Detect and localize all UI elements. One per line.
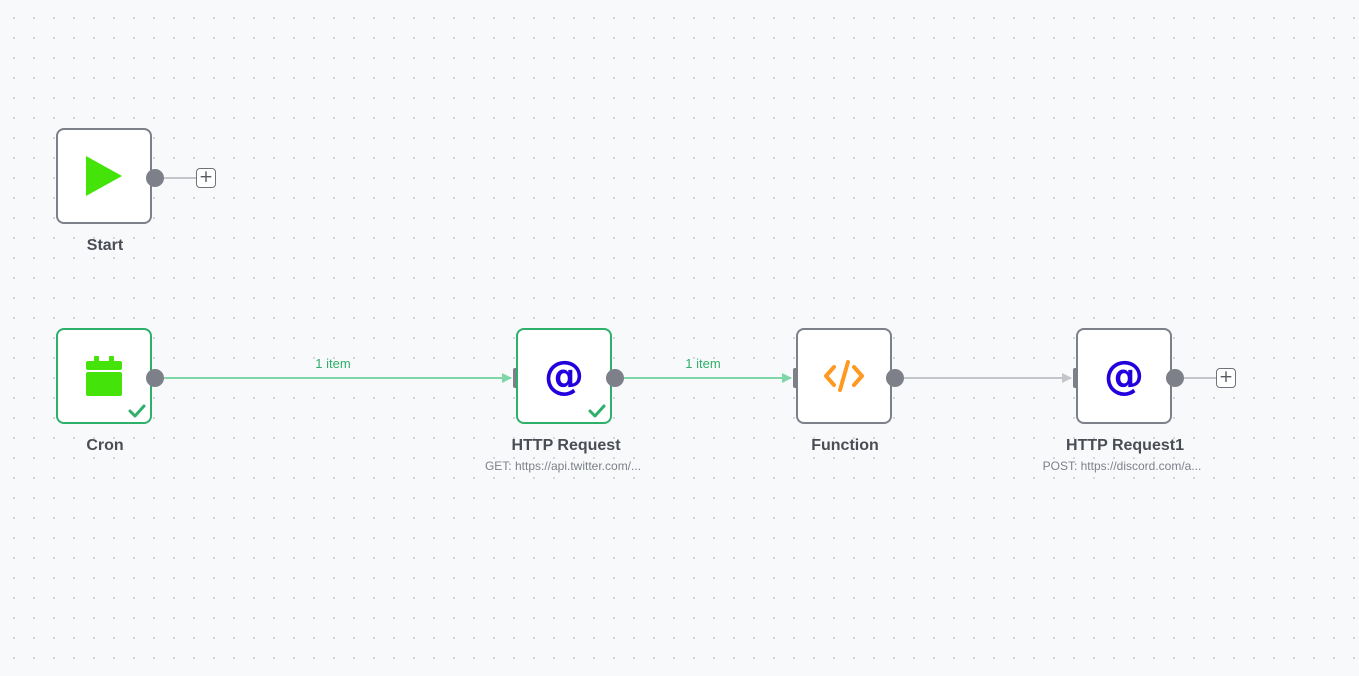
calendar-icon xyxy=(85,356,123,396)
cron-output-handle[interactable] xyxy=(146,369,164,387)
node-http-request-title: HTTP Request xyxy=(511,437,621,454)
node-function-title: Function xyxy=(811,437,879,454)
function-output-handle[interactable] xyxy=(886,369,904,387)
connection-label-http-function: 1 item xyxy=(685,356,721,371)
node-http-request[interactable]: @ xyxy=(516,328,612,424)
at-icon: @ xyxy=(1104,353,1144,399)
node-cron-title: Cron xyxy=(86,437,124,454)
code-icon xyxy=(823,359,865,393)
at-icon: @ xyxy=(544,353,584,399)
node-http-request1-subtitle: POST: https://discord.com/a... xyxy=(1042,459,1202,473)
node-start-title: Start xyxy=(86,237,124,254)
node-http-request1-title: HTTP Request1 xyxy=(1066,437,1184,454)
http-request1-output-handle[interactable] xyxy=(1166,369,1184,387)
node-http-request1[interactable]: @ xyxy=(1076,328,1172,424)
success-check-icon xyxy=(588,404,606,418)
node-function[interactable] xyxy=(796,328,892,424)
play-icon xyxy=(84,154,124,198)
http-request1-add-node-button[interactable]: + xyxy=(1216,368,1236,388)
start-add-node-button[interactable]: + xyxy=(196,168,216,188)
http-request-output-handle[interactable] xyxy=(606,369,624,387)
connection-label-cron-http: 1 item xyxy=(315,356,351,371)
node-http-request-subtitle: GET: https://api.twitter.com/... xyxy=(484,459,642,473)
start-output-handle[interactable] xyxy=(146,169,164,187)
node-cron[interactable] xyxy=(56,328,152,424)
success-check-icon xyxy=(128,404,146,418)
node-start[interactable] xyxy=(56,128,152,224)
